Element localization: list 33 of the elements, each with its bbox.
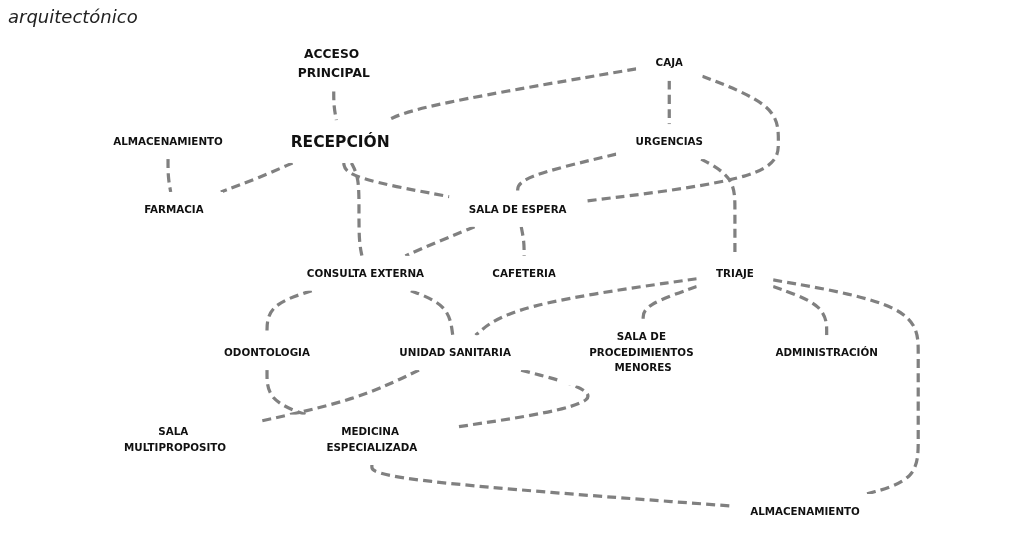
node-text: CAFETERIA [492,266,557,280]
connector [516,152,617,192]
node-text: ALMACENAMIENTO [750,504,861,518]
connector [772,285,829,336]
node-text: TRIAJE [716,266,755,280]
node-text: SALA DE PROCEDIMIENTOS MENORES [589,330,694,374]
connector [370,464,732,508]
connector [410,289,455,336]
node-text: ODONTOLOGIA [224,346,311,359]
node-text: URGENCIAS [635,135,704,148]
node-text: CONSULTA EXTERNA [307,266,425,280]
connector [586,74,781,203]
node-text: SALA DE ESPERA [469,202,567,216]
connector [166,159,173,193]
node-text: UNIDAD SANITARIA [399,346,512,359]
connector [641,285,698,320]
connector [220,161,294,194]
node-text: ADMINISTRACIÓN [775,346,879,359]
node-text: ALMACENAMIENTO [113,135,224,148]
node-text: ACCESO PRINCIPAL [298,46,371,80]
connector [265,370,307,417]
connector [667,80,672,125]
node-text: CAJA [655,56,684,70]
node-text: SALA MULTIPROPOSITO [124,425,227,454]
connector [405,225,476,258]
connector [350,162,364,257]
connector [474,277,698,337]
node-text: MEDICINA ESPECIALIZADA [326,425,418,454]
connector [773,278,921,496]
note-text: arquitectónico [8,6,138,27]
connector [332,91,339,121]
node-text: FARMACIA [144,202,204,216]
node-text: RECEPCIÓN [290,132,391,151]
